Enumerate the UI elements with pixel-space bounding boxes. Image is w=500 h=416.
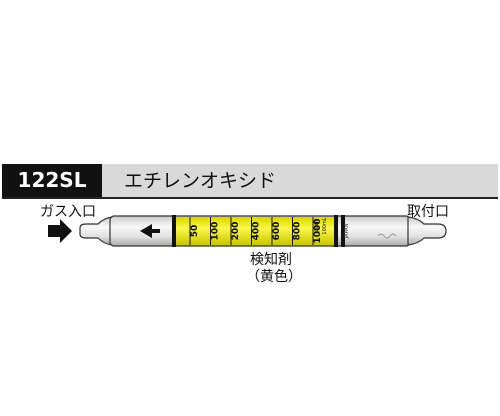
reagent-section: [176, 217, 334, 245]
tube-left-tip: [79, 216, 113, 246]
inlet-arrow-icon: [48, 219, 72, 243]
left-plug: [172, 215, 176, 247]
gas-inlet-label: ガス入口: [40, 204, 96, 220]
model-number: 122SL: [2, 164, 102, 197]
scale-label: 800: [293, 222, 303, 241]
scale-label: 100: [211, 222, 221, 241]
scale-marks: 50 100 200 400 600 800 1000: [189, 217, 323, 245]
gas-outlet-label: 取付口: [407, 204, 449, 220]
scale-label: 50: [190, 225, 200, 238]
header-bar: 122SL エチレンオキシド: [2, 164, 498, 199]
tube-right-tip: [407, 216, 447, 246]
origin-mark: JAPAN: [344, 223, 350, 239]
right-plug: [334, 215, 338, 247]
reagent-color-label: （黄色）: [246, 269, 302, 285]
reagent-label: 検知剤: [250, 252, 292, 268]
flow-direction-icon: [140, 224, 160, 238]
filter-plug: [377, 233, 397, 239]
scale-label: 400: [252, 222, 262, 241]
right-plug-2: [341, 215, 345, 247]
unit-sub-label: 100mL: [322, 217, 328, 234]
unit-label: ppm: [313, 219, 320, 233]
product-name: エチレンオキシド: [124, 170, 277, 192]
scale-label: 1000: [313, 218, 323, 243]
scale-label: 200: [231, 222, 241, 241]
scale-label: 600: [272, 222, 282, 241]
